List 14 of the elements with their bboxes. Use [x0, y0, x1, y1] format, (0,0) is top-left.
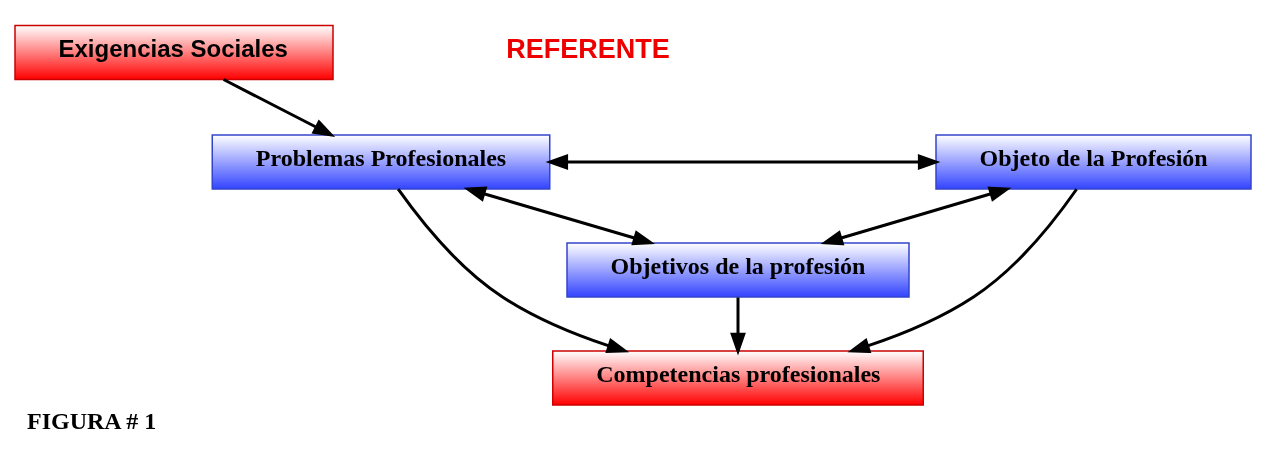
caption: FIGURA # 1 — [27, 407, 157, 434]
node-box: Exigencias Sociales — [14, 24, 334, 81]
node-box: Problemas Profesionales — [211, 134, 551, 190]
node-box: Objetivos de la profesión — [566, 242, 910, 298]
arrow — [222, 78, 336, 137]
node-box: Objeto de la Profesión — [935, 134, 1252, 190]
arrow — [847, 188, 1078, 353]
arrow — [463, 186, 656, 246]
node-box: Competencias profesionales — [552, 350, 924, 406]
arrow — [730, 297, 746, 356]
label: REFERENTE — [506, 33, 670, 64]
arrow — [820, 186, 1012, 246]
arrow — [397, 188, 630, 354]
arrow — [545, 154, 941, 170]
